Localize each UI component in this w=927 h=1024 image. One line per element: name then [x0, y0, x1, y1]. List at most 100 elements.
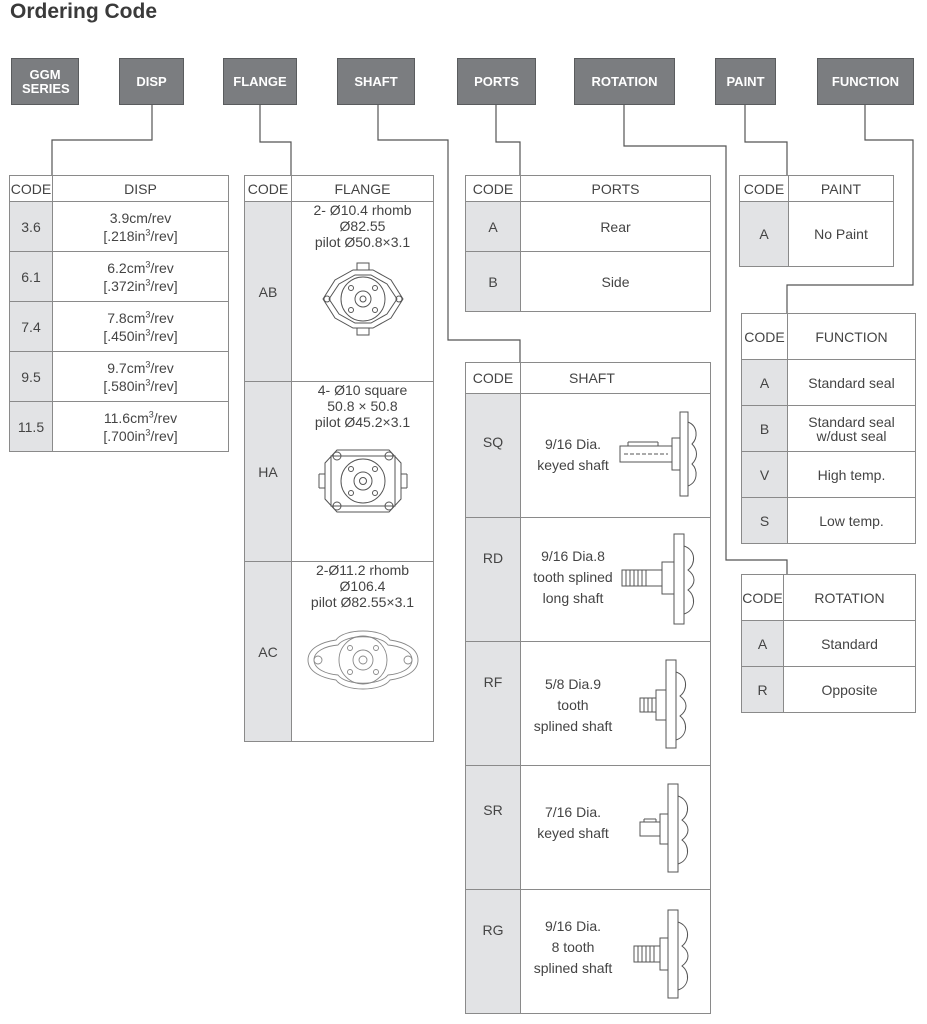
header-paint: PAINT	[715, 58, 776, 105]
function-title-header: FUNCTION	[787, 313, 916, 360]
shaft-code: RG	[465, 889, 521, 1014]
shaft-line: keyed shaft	[537, 825, 609, 841]
shaft-text: 7/16 Dia. keyed shaft	[521, 802, 625, 844]
disp-line1: 7.8cm3/rev	[107, 308, 174, 326]
shaft-text: 9/16 Dia. keyed shaft	[521, 434, 625, 476]
keyed-shaft-icon	[639, 783, 689, 873]
shaft-line: splined shaft	[533, 718, 613, 734]
ports-code: A	[465, 201, 521, 252]
shaft-line: 8 tooth	[551, 939, 595, 955]
disp-code: 7.4	[9, 301, 53, 352]
header-rotation: ROTATION	[574, 58, 675, 105]
shaft-line: keyed shaft	[537, 457, 609, 473]
function-line: High temp.	[817, 466, 886, 483]
rotation-code: R	[741, 666, 784, 713]
disp-line1: 3.9cm/rev	[109, 209, 172, 226]
shaft-line: tooth splined	[533, 569, 613, 585]
function-line: Low temp.	[819, 512, 884, 529]
function-table: CODE FUNCTION A Standard seal B Standard…	[741, 313, 916, 544]
flange-table: CODE FLANGE AB 2- Ø10.4 rhomb Ø82.55 pil…	[244, 175, 434, 742]
header-flange: FLANGE	[223, 58, 297, 105]
flange-line: Ø106.4	[339, 578, 386, 594]
flange-desc: 4- Ø10 square 50.8 × 50.8 pilot Ø45.2×3.…	[291, 381, 434, 562]
shaft-text: 9/16 Dia.8 tooth splined long shaft	[521, 546, 625, 609]
disp-line2: [.372in3/rev]	[103, 276, 178, 294]
function-code: A	[741, 359, 788, 406]
flange-line: pilot Ø82.55×3.1	[310, 594, 415, 610]
header-series-label: GGM SERIES	[22, 66, 70, 96]
shaft-text: 9/16 Dia. 8 tooth splined shaft	[521, 916, 625, 979]
flange-line: Ø82.55	[339, 218, 386, 234]
flange-ab-drawing-icon	[321, 262, 404, 336]
flange-code: AB	[244, 201, 292, 382]
disp-line1: 11.6cm3/rev	[103, 408, 178, 426]
shaft-line: 9/16 Dia.	[544, 918, 602, 934]
header-shaft: SHAFT	[337, 58, 415, 105]
disp-desc: 6.2cm3/rev [.372in3/rev]	[52, 251, 229, 302]
function-desc: High temp.	[787, 451, 916, 498]
disp-code: 3.6	[9, 201, 53, 252]
shaft-text: 5/8 Dia.9 tooth splined shaft	[521, 674, 625, 737]
disp-line2: [.700in3/rev]	[103, 426, 178, 444]
function-code: V	[741, 451, 788, 498]
keyed-shaft-icon	[619, 411, 697, 497]
rotation-title-header: ROTATION	[783, 574, 916, 621]
disp-code: 11.5	[9, 401, 53, 452]
disp-code: 6.1	[9, 251, 53, 302]
shaft-desc: 9/16 Dia. keyed shaft	[520, 393, 711, 518]
function-desc: Low temp.	[787, 497, 916, 544]
header-function: FUNCTION	[817, 58, 914, 105]
shaft-desc: 5/8 Dia.9 tooth splined shaft	[520, 641, 711, 766]
shaft-line: 5/8 Dia.9	[544, 676, 602, 692]
disp-line2: [.450in3/rev]	[103, 326, 178, 344]
paint-code-header: CODE	[739, 175, 789, 202]
shaft-line: 9/16 Dia.8	[541, 548, 605, 564]
header-series: GGM SERIES	[11, 58, 79, 105]
disp-desc: 3.9cm/rev [.218in3/rev]	[52, 201, 229, 252]
function-code-header: CODE	[741, 313, 788, 360]
function-line: Standard seal	[808, 374, 895, 391]
shaft-desc: 7/16 Dia. keyed shaft	[520, 765, 711, 890]
disp-title-header: DISP	[52, 175, 229, 202]
paint-table: CODE PAINT A No Paint	[739, 175, 894, 267]
flange-desc: 2-Ø11.2 rhomb Ø106.4 pilot Ø82.55×3.1	[291, 561, 434, 742]
shaft-code: SQ	[465, 393, 521, 518]
ports-desc: Rear	[520, 201, 711, 252]
rotation-code-header: CODE	[741, 574, 784, 621]
ports-code: B	[465, 251, 521, 312]
disp-code: 9.5	[9, 351, 53, 402]
flange-line: 2- Ø10.4 rhomb	[313, 202, 412, 218]
shaft-desc: 9/16 Dia.8 tooth splined long shaft	[520, 517, 711, 642]
ports-table: CODE PORTS A Rear B Side	[465, 175, 711, 312]
flange-line: pilot Ø50.8×3.1	[314, 234, 411, 250]
paint-code: A	[739, 201, 789, 267]
flange-title-header: FLANGE	[291, 175, 434, 202]
shaft-code: RF	[465, 641, 521, 766]
flange-line: 4- Ø10 square	[317, 382, 408, 398]
flange-ha-drawing-icon	[318, 449, 407, 513]
disp-table: CODE DISP 3.6 3.9cm/rev [.218in3/rev] 6.…	[9, 175, 229, 452]
flange-code-header: CODE	[244, 175, 292, 202]
rotation-table: CODE ROTATION A Standard R Opposite	[741, 574, 916, 713]
flange-code: AC	[244, 561, 292, 742]
disp-desc: 9.7cm3/rev [.580in3/rev]	[52, 351, 229, 402]
shaft-line: 7/16 Dia.	[544, 804, 602, 820]
disp-line2: [.580in3/rev]	[103, 376, 178, 394]
function-line: w/dust seal	[816, 427, 887, 444]
shaft-title-header: SHAFT	[520, 362, 711, 394]
shaft-line: splined shaft	[533, 960, 613, 976]
function-line: Standard seal	[808, 413, 895, 430]
shaft-desc: 9/16 Dia. 8 tooth splined shaft	[520, 889, 711, 1014]
shaft-table: CODE SHAFT SQ 9/16 Dia. keyed shaft RD	[465, 362, 711, 1014]
paint-desc: No Paint	[788, 201, 894, 267]
shaft-code: SR	[465, 765, 521, 890]
splined-shaft-icon	[639, 659, 687, 749]
shaft-line: 9/16 Dia.	[544, 436, 602, 452]
function-desc: Standard seal w/dust seal	[787, 405, 916, 452]
paint-title-header: PAINT	[788, 175, 894, 202]
flange-ac-drawing-icon	[307, 630, 418, 690]
flange-desc: 2- Ø10.4 rhomb Ø82.55 pilot Ø50.8×3.1	[291, 201, 434, 382]
disp-line1: 9.7cm3/rev	[107, 358, 174, 376]
function-desc: Standard seal	[787, 359, 916, 406]
